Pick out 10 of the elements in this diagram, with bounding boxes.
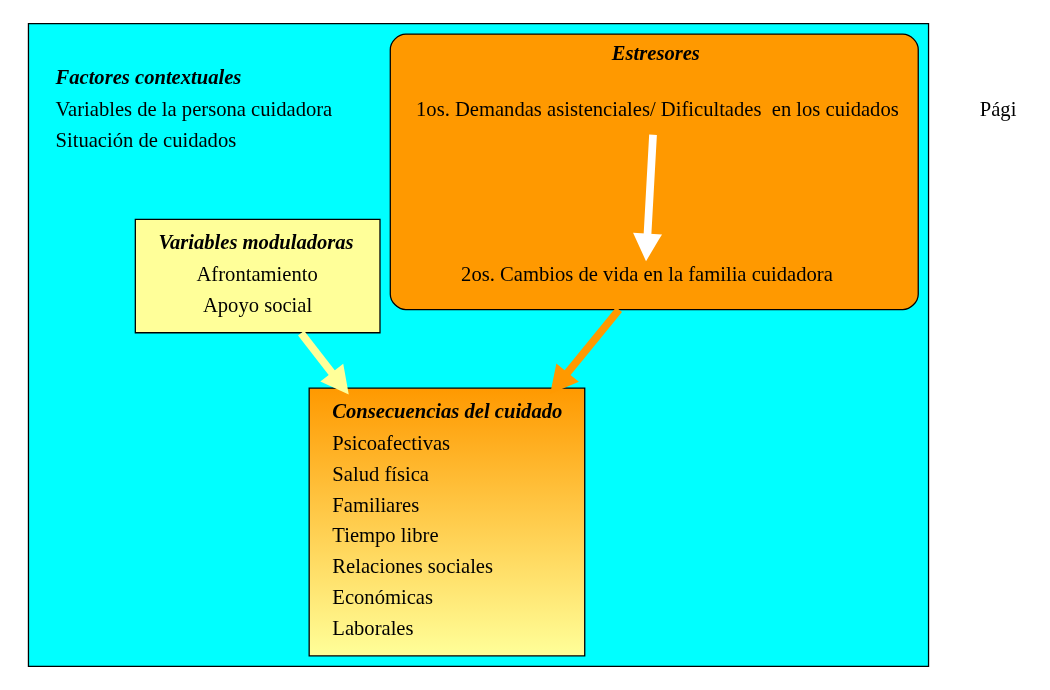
node-text: 2os. Cambios de vida en la familia cuidadora [460,263,833,285]
label: Factores contextuales [54,65,241,88]
label: Pági [979,98,1016,121]
label: Situación de cuidados [54,129,236,152]
node-text: 1os. Demandas asistenciales/ Dificultades en los cuidados [415,98,899,121]
cluster [27,23,929,667]
node-box: Consecuencias del cuidado Psicoafectivas Salud física Familiares Tiempo libre Relaciones sociales Económicas Laborales [308,387,585,657]
arrow [297,330,349,395]
label: Variables de la persona cuidadora [54,98,332,121]
node-box: Variables moduladoras Afrontamiento Apoyo social [134,218,381,334]
